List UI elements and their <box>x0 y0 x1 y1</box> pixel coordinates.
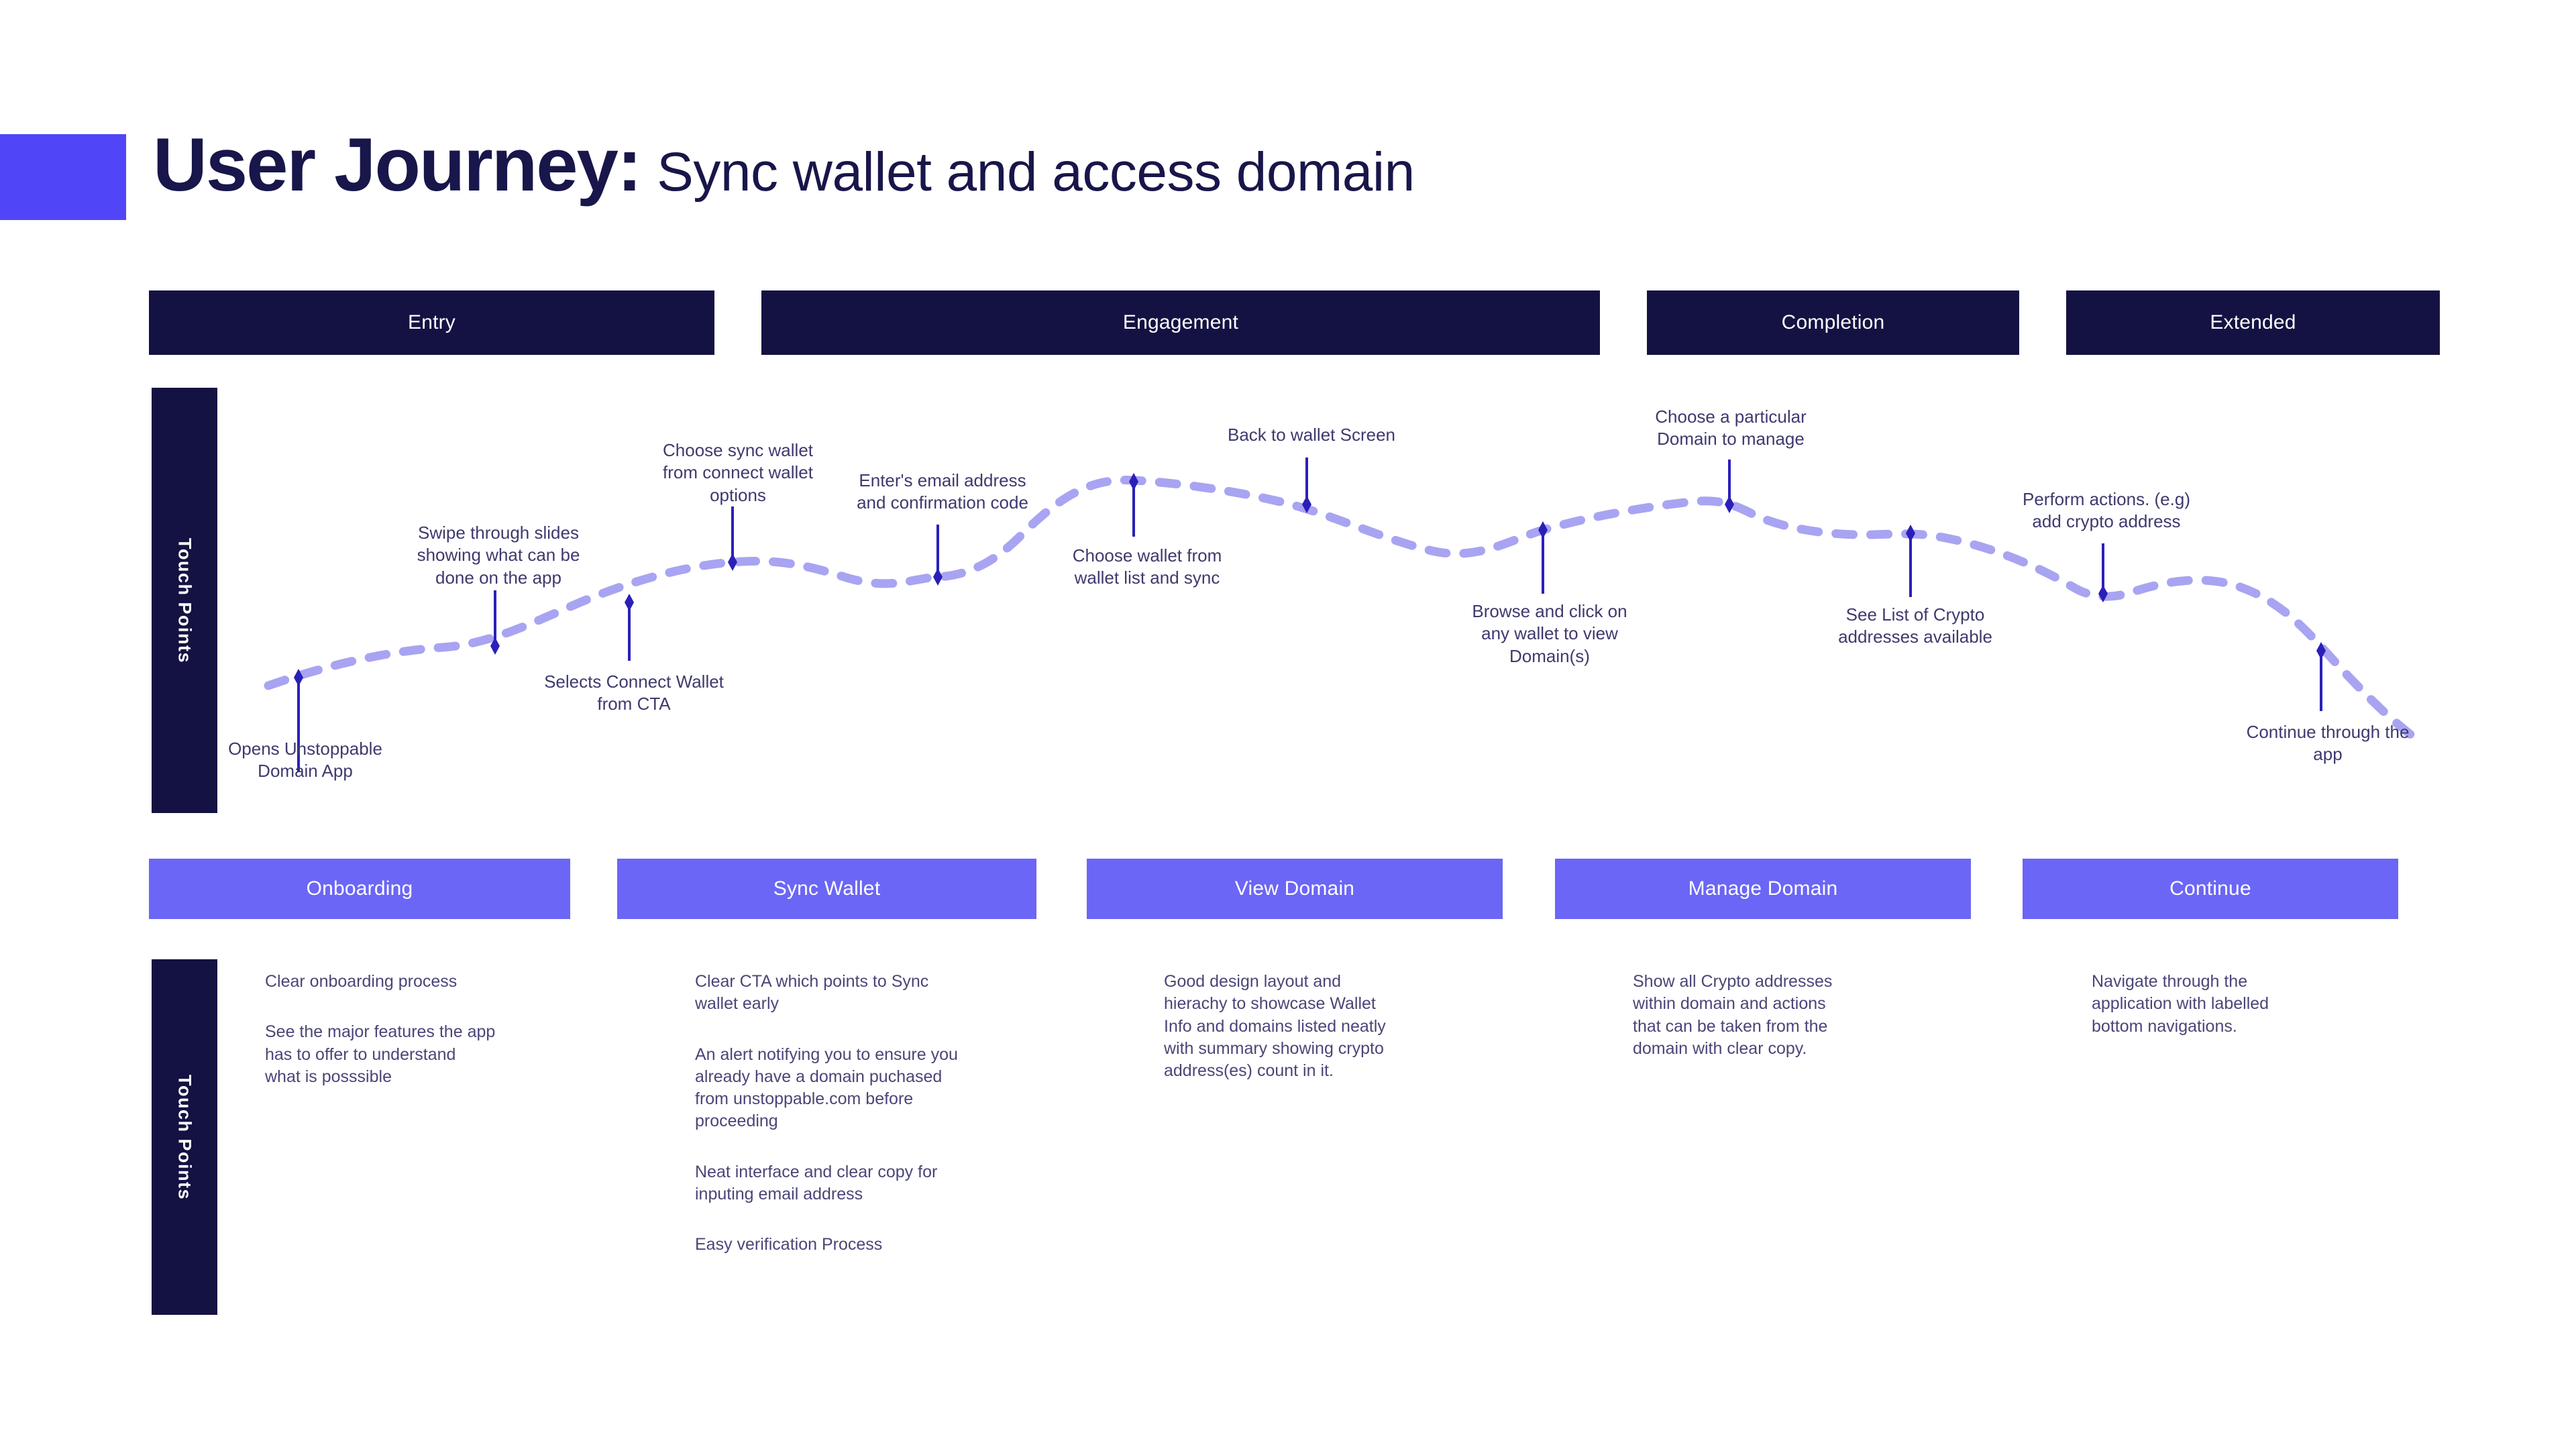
note-column: Good design layout and hierachy to showc… <box>1164 971 1432 1110</box>
touch-points-axis-top-label: Touch Points <box>174 537 195 663</box>
note-item: Clear onboarding process <box>265 972 458 991</box>
touch-point-label: Browse and click on any wallet to view D… <box>1472 601 1627 666</box>
title-main: User Journey: <box>153 123 642 207</box>
touch-point-marker[interactable] <box>1129 473 1138 490</box>
note-column: Clear CTA which points to Sync wallet ea… <box>695 971 990 1284</box>
stage-bar-view-domain[interactable]: View Domain <box>1087 859 1503 919</box>
note-item: Neat interface and clear copy for inputi… <box>695 1162 938 1203</box>
touch-points-axis-bottom-label: Touch Points <box>174 1074 195 1200</box>
stage-bar-label: Manage Domain <box>1688 877 1838 900</box>
touch-point-marker[interactable] <box>728 553 737 571</box>
touch-point-label: Back to wallet Screen <box>1227 425 1395 445</box>
phase-bar-label: Entry <box>407 311 456 333</box>
note-item: See the major features the app has to of… <box>265 1022 496 1086</box>
phase-bar-entry[interactable]: Entry <box>149 290 714 355</box>
touch-point-marker[interactable] <box>2316 642 2326 659</box>
touch-points-axis-top: Touch Points <box>152 388 217 813</box>
touch-point-marker[interactable] <box>625 594 634 611</box>
note-item: Clear CTA which points to Sync wallet ea… <box>695 972 929 1014</box>
stage-bar-continue[interactable]: Continue <box>2023 859 2398 919</box>
title-subtitle: Sync wallet and access domain <box>657 142 1415 203</box>
touch-point-marker[interactable] <box>933 568 943 586</box>
note-item: Navigate through the application with la… <box>2092 972 2269 1036</box>
stage-bar-label: Continue <box>2169 877 2251 900</box>
touch-point-label: Perform actions. (e.g) add crypto addres… <box>2023 489 2190 532</box>
stage-bar-label: Sync Wallet <box>773 877 881 900</box>
touch-points-axis-bottom: Touch Points <box>152 959 217 1315</box>
phase-bar-completion[interactable]: Completion <box>1647 290 2019 355</box>
touch-point-label: Choose wallet from wallet list and sync <box>1072 545 1222 588</box>
touch-point-marker[interactable] <box>1538 521 1548 539</box>
note-item: An alert notifying you to ensure you alr… <box>695 1044 958 1131</box>
note-item: Show all Crypto addresses within domain … <box>1633 972 1833 1058</box>
touch-point-label: Choose sync wallet from connect wallet o… <box>663 440 813 505</box>
touch-point-marker[interactable] <box>1906 525 1915 542</box>
phase-bar-label: Engagement <box>1122 311 1239 333</box>
touch-point-marker[interactable] <box>2098 585 2108 602</box>
stage-bar-sync-wallet[interactable]: Sync Wallet <box>617 859 1036 919</box>
stage-bar-onboarding[interactable]: Onboarding <box>149 859 570 919</box>
phase-bar-label: Extended <box>2210 311 2296 333</box>
touch-point-marker[interactable] <box>490 637 500 655</box>
touch-point-label: Enter's email address and confirmation c… <box>857 470 1028 513</box>
note-item: Easy verification Process <box>695 1235 883 1254</box>
phase-bar-label: Completion <box>1781 311 1885 333</box>
touch-point-marker[interactable] <box>294 669 303 686</box>
touch-point-label: Opens Unstoppable Domain App <box>228 739 382 782</box>
touch-point-label: Choose a particular Domain to manage <box>1655 407 1807 449</box>
note-column: Show all Crypto addresses within domain … <box>1633 971 1881 1088</box>
phase-bar-engagement[interactable]: Engagement <box>761 290 1600 355</box>
page-title: User Journey: Sync wallet and access dom… <box>153 127 1415 203</box>
note-item: Good design layout and hierachy to showc… <box>1164 972 1386 1080</box>
stage-bar-label: View Domain <box>1234 877 1355 900</box>
touch-point-label: Selects Connect Wallet from CTA <box>544 672 724 714</box>
stage-bar-label: Onboarding <box>306 877 413 900</box>
stage-bar-manage-domain[interactable]: Manage Domain <box>1555 859 1971 919</box>
touch-point-marker[interactable] <box>1725 496 1734 513</box>
accent-block <box>0 134 126 220</box>
touch-point-label: See List of Crypto addresses available <box>1838 604 1992 647</box>
touch-point-marker[interactable] <box>1302 496 1311 513</box>
touch-point-label: Swipe through slides showing what can be… <box>417 523 580 588</box>
touch-point-label: Continue through the app <box>2246 722 2410 765</box>
note-column: Navigate through the application with la… <box>2092 971 2340 1066</box>
phase-bar-extended[interactable]: Extended <box>2066 290 2440 355</box>
